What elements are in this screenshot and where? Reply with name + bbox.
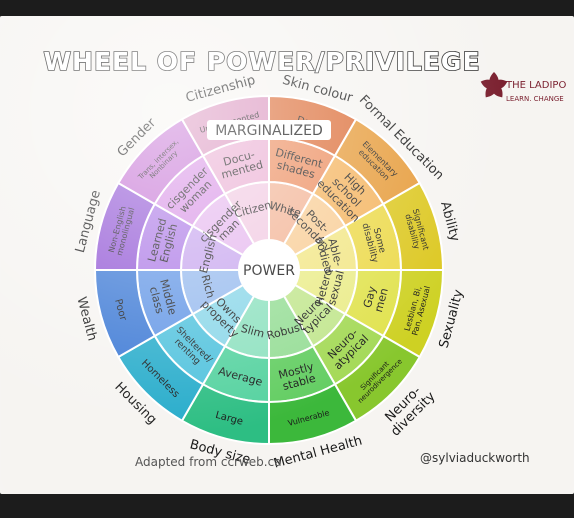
marginalized-label: MARGINALIZED	[215, 123, 323, 139]
title: WHEEL OF POWER/PRIVILEGE	[43, 47, 480, 76]
logo-text: THE LADIPO	[505, 80, 566, 91]
logo: THE LADIPO LEARN. CHANGE	[480, 72, 566, 103]
credit-left: Adapted from ccrweb.ca	[135, 455, 282, 469]
flower-icon	[480, 72, 508, 98]
wheel: WhiteDifferentshadesDarkSkin colourPost-…	[73, 73, 467, 472]
center-label: POWER	[243, 263, 295, 279]
logo-subtext: LEARN. CHANGE	[506, 95, 564, 103]
category-label: Wealth	[73, 295, 99, 342]
credit-right: @sylviaduckworth	[420, 451, 530, 465]
